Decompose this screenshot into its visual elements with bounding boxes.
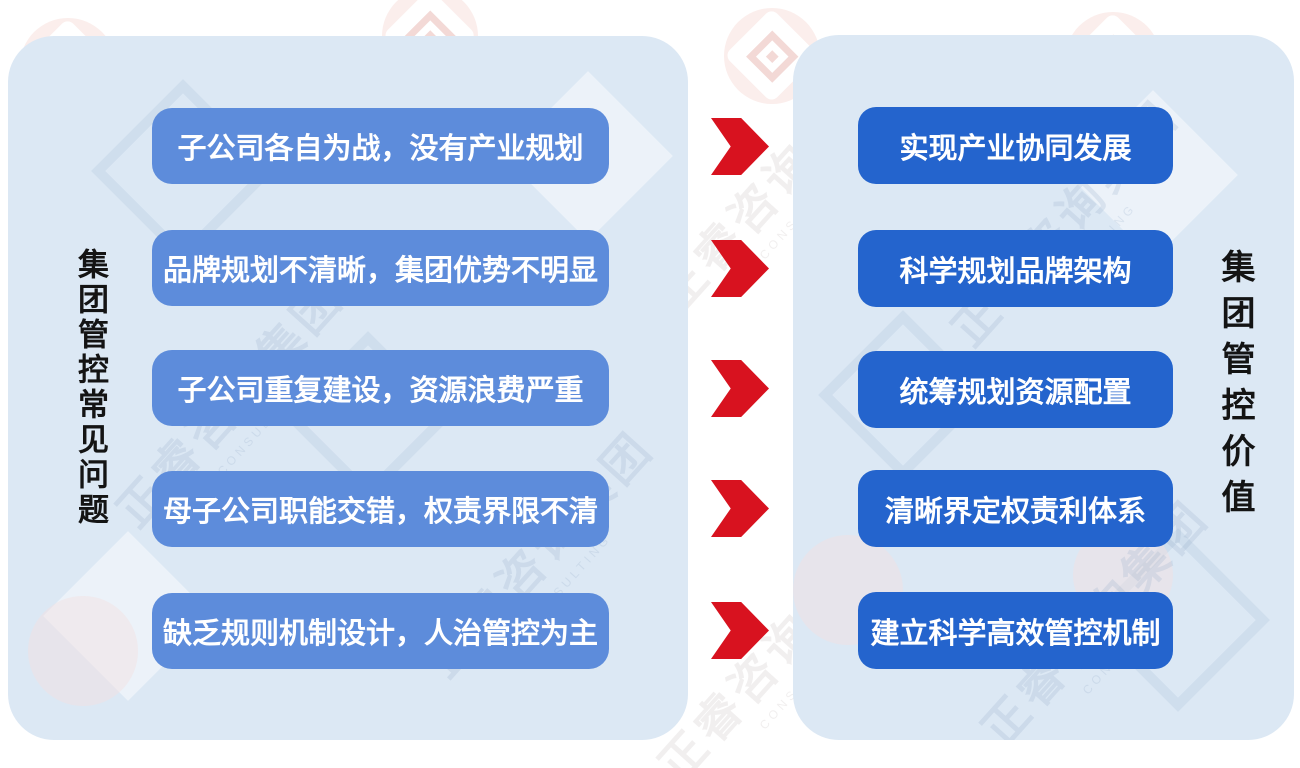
- value-item-5: 建立科学高效管控机制: [858, 592, 1173, 669]
- arrow-right-icon: [711, 480, 769, 537]
- values-panel: 正睿咨询集团 CONSULTING 正睿咨询集团 CONSULTING 集团管控…: [793, 35, 1294, 740]
- spiral-glyph: [746, 30, 798, 82]
- arrow-right-icon: [711, 360, 769, 417]
- value-item-1: 实现产业协同发展: [858, 107, 1173, 184]
- values-panel-title: 集团管控价值: [1216, 249, 1254, 525]
- circle-watermark-icon: [28, 596, 138, 706]
- arrow-right-icon: [711, 602, 769, 659]
- value-item-2: 科学规划品牌架构: [858, 230, 1173, 307]
- value-item-3: 统筹规划资源配置: [858, 351, 1173, 428]
- problem-item-2: 品牌规划不清晰，集团优势不明显: [152, 230, 609, 306]
- problems-panel: 正睿咨询集团 CONSULTING 正睿咨询集团 CONSULTING 集团管控…: [8, 36, 688, 740]
- problem-item-5: 缺乏规则机制设计，人治管控为主: [152, 593, 609, 669]
- value-item-4: 清晰界定权责利体系: [858, 470, 1173, 547]
- arrow-right-icon: [711, 240, 769, 297]
- problem-item-1: 子公司各自为战，没有产业规划: [152, 108, 609, 184]
- problems-panel-title: 集团管控常见问题: [73, 248, 108, 528]
- problem-item-4: 母子公司职能交错，权责界限不清: [152, 471, 609, 547]
- problem-item-3: 子公司重复建设，资源浪费严重: [152, 350, 609, 426]
- arrow-right-icon: [711, 118, 769, 175]
